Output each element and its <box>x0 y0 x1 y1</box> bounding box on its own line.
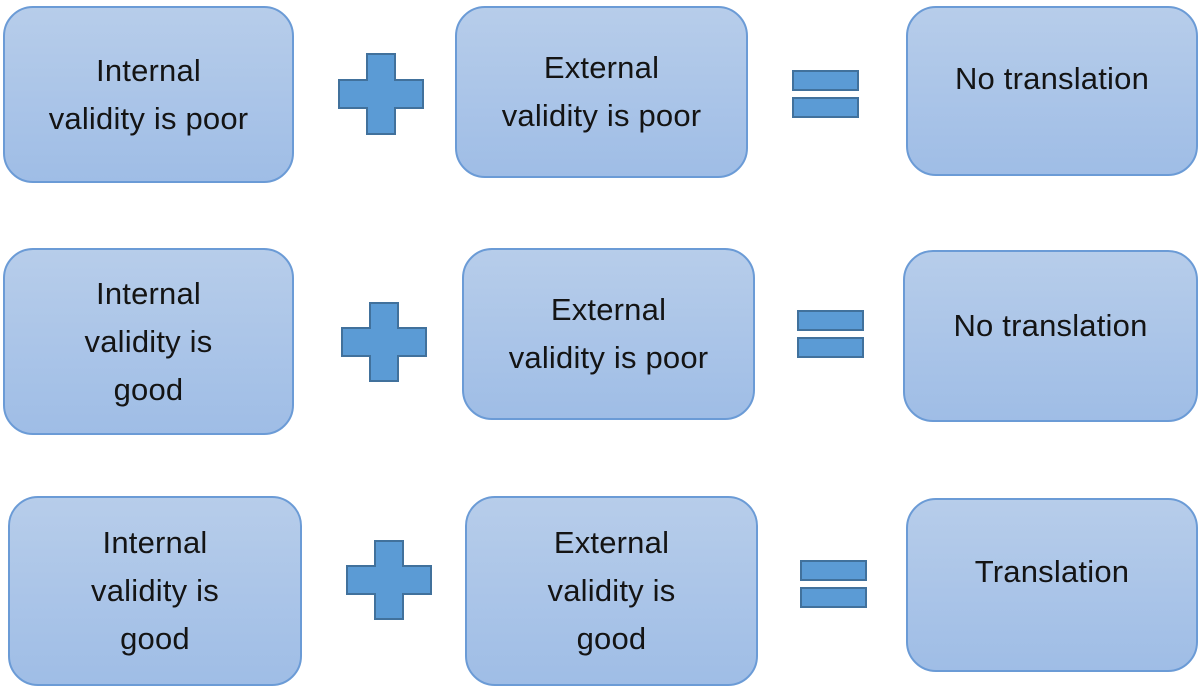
row2-internal-line2: validity is <box>84 323 213 359</box>
row1-internal-line1: Internal <box>96 52 201 88</box>
row2-external-line1: External <box>550 292 667 327</box>
row2-internal-line3: good <box>113 371 184 407</box>
row2-plus-icon <box>341 302 427 382</box>
row3-external-line1: External <box>553 525 670 560</box>
plus-icon <box>346 540 432 620</box>
row2-internal-box: Internal validity is good <box>3 248 294 435</box>
row2-internal-line1: Internal <box>96 275 201 311</box>
row2-external-text: External validity is poor <box>509 286 709 382</box>
row2-result-box: No translation <box>903 250 1198 422</box>
row3-result-text: Translation <box>974 554 1130 589</box>
row1-equals-icon <box>792 70 859 120</box>
row3-result-box: Translation <box>906 498 1198 672</box>
row1-external-line2: validity is poor <box>501 98 702 133</box>
row2-internal-text: Internal validity is good <box>85 270 213 414</box>
equals-icon <box>800 560 867 608</box>
plus-icon <box>341 302 427 382</box>
row1-external-text: External validity is poor <box>502 44 702 140</box>
row1-internal-line2: validity is poor <box>48 100 249 136</box>
row1-result-box: No translation <box>906 6 1198 176</box>
row3-internal-line3: good <box>120 621 190 656</box>
row2-external-box: External validity is poor <box>462 248 755 420</box>
row3-internal-line1: Internal <box>102 525 208 560</box>
row3-internal-text: Internal validity is good <box>91 519 219 663</box>
row2-equals-icon <box>797 310 864 360</box>
row3-external-text: External validity is good <box>548 519 676 663</box>
row3-plus-icon <box>346 540 432 620</box>
row1-internal-text: Internal validity is poor <box>49 47 249 143</box>
row3-internal-line2: validity is <box>91 573 219 608</box>
row1-external-line1: External <box>543 50 660 85</box>
plus-icon <box>338 53 424 135</box>
row1-plus-icon <box>338 53 424 135</box>
equals-icon <box>797 310 864 358</box>
row2-external-line2: validity is poor <box>508 340 709 375</box>
row3-equals-icon <box>800 560 867 610</box>
row3-external-line2: validity is <box>547 573 676 608</box>
row1-external-box: External validity is poor <box>455 6 748 178</box>
row1-internal-box: Internal validity is poor <box>3 6 294 183</box>
row2-result-text: No translation <box>953 308 1148 343</box>
row1-result-text: No translation <box>954 61 1150 96</box>
equals-icon <box>792 70 859 118</box>
row3-internal-box: Internal validity is good <box>8 496 302 686</box>
row3-external-line3: good <box>576 621 647 656</box>
row3-external-box: External validity is good <box>465 496 758 686</box>
